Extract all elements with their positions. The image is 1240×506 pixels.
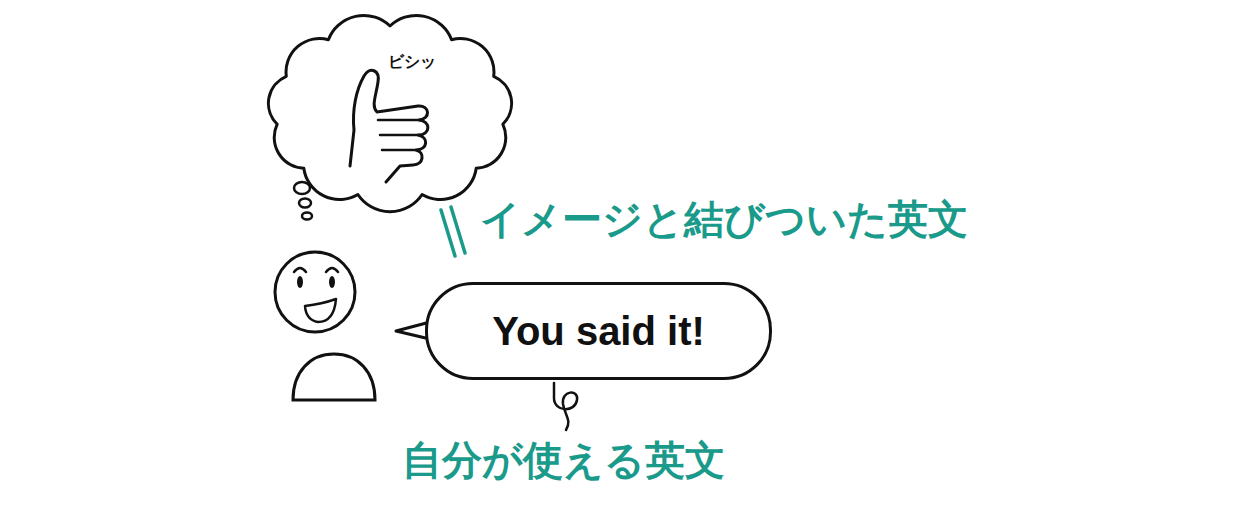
- thought-dot: [294, 182, 310, 194]
- eyebrow: [326, 268, 338, 272]
- eyebrow: [294, 268, 306, 272]
- usable-label: 自分が使える英文: [402, 438, 725, 482]
- body: [293, 354, 375, 400]
- sound-effect: ビシッ: [388, 52, 436, 73]
- speech-bubble: You said it!: [425, 282, 772, 380]
- image-label: イメージと結びついた英文: [480, 197, 968, 241]
- eye: [297, 276, 303, 288]
- thumbs-up-hand: [350, 70, 428, 182]
- speech-text: You said it!: [492, 309, 705, 354]
- squiggle: [554, 383, 577, 430]
- thought-dot: [299, 199, 311, 208]
- equals-mark: [451, 207, 465, 253]
- face: [275, 252, 355, 332]
- thought-dot: [302, 213, 312, 220]
- thought-cloud: ビシッ: [258, 8, 522, 216]
- cloud-outline: [258, 8, 522, 216]
- finger-lines: [378, 120, 419, 150]
- cloud-shape: [268, 15, 511, 211]
- mouth: [305, 299, 336, 322]
- eye: [329, 276, 335, 288]
